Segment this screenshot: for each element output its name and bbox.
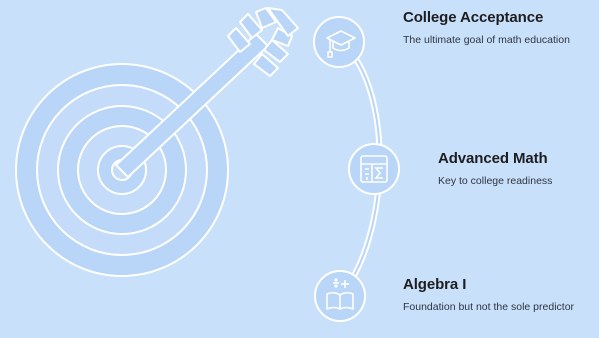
- step-title: Algebra I: [403, 276, 467, 293]
- step-circle-3: [314, 270, 366, 322]
- math-formula-icon: [360, 155, 388, 183]
- step-title: Advanced Math: [438, 150, 548, 167]
- graduation-cap-icon: [326, 30, 356, 58]
- step-title: College Acceptance: [403, 9, 544, 26]
- step-description: Foundation but not the sole predictor: [403, 301, 575, 313]
- arrow-icon: [115, 7, 299, 178]
- step-advanced-math: Advanced Math Key to college readiness: [438, 150, 598, 188]
- step-description: Key to college readiness: [438, 175, 553, 187]
- step-college-acceptance: College Acceptance The ultimate goal of …: [403, 9, 593, 47]
- step-circle-2: [348, 143, 400, 195]
- step-circle-1: [313, 16, 365, 68]
- step-algebra-i: Algebra I Foundation but not the sole pr…: [403, 276, 593, 314]
- step-description: The ultimate goal of math education: [403, 34, 570, 46]
- math-book-icon: [326, 278, 354, 310]
